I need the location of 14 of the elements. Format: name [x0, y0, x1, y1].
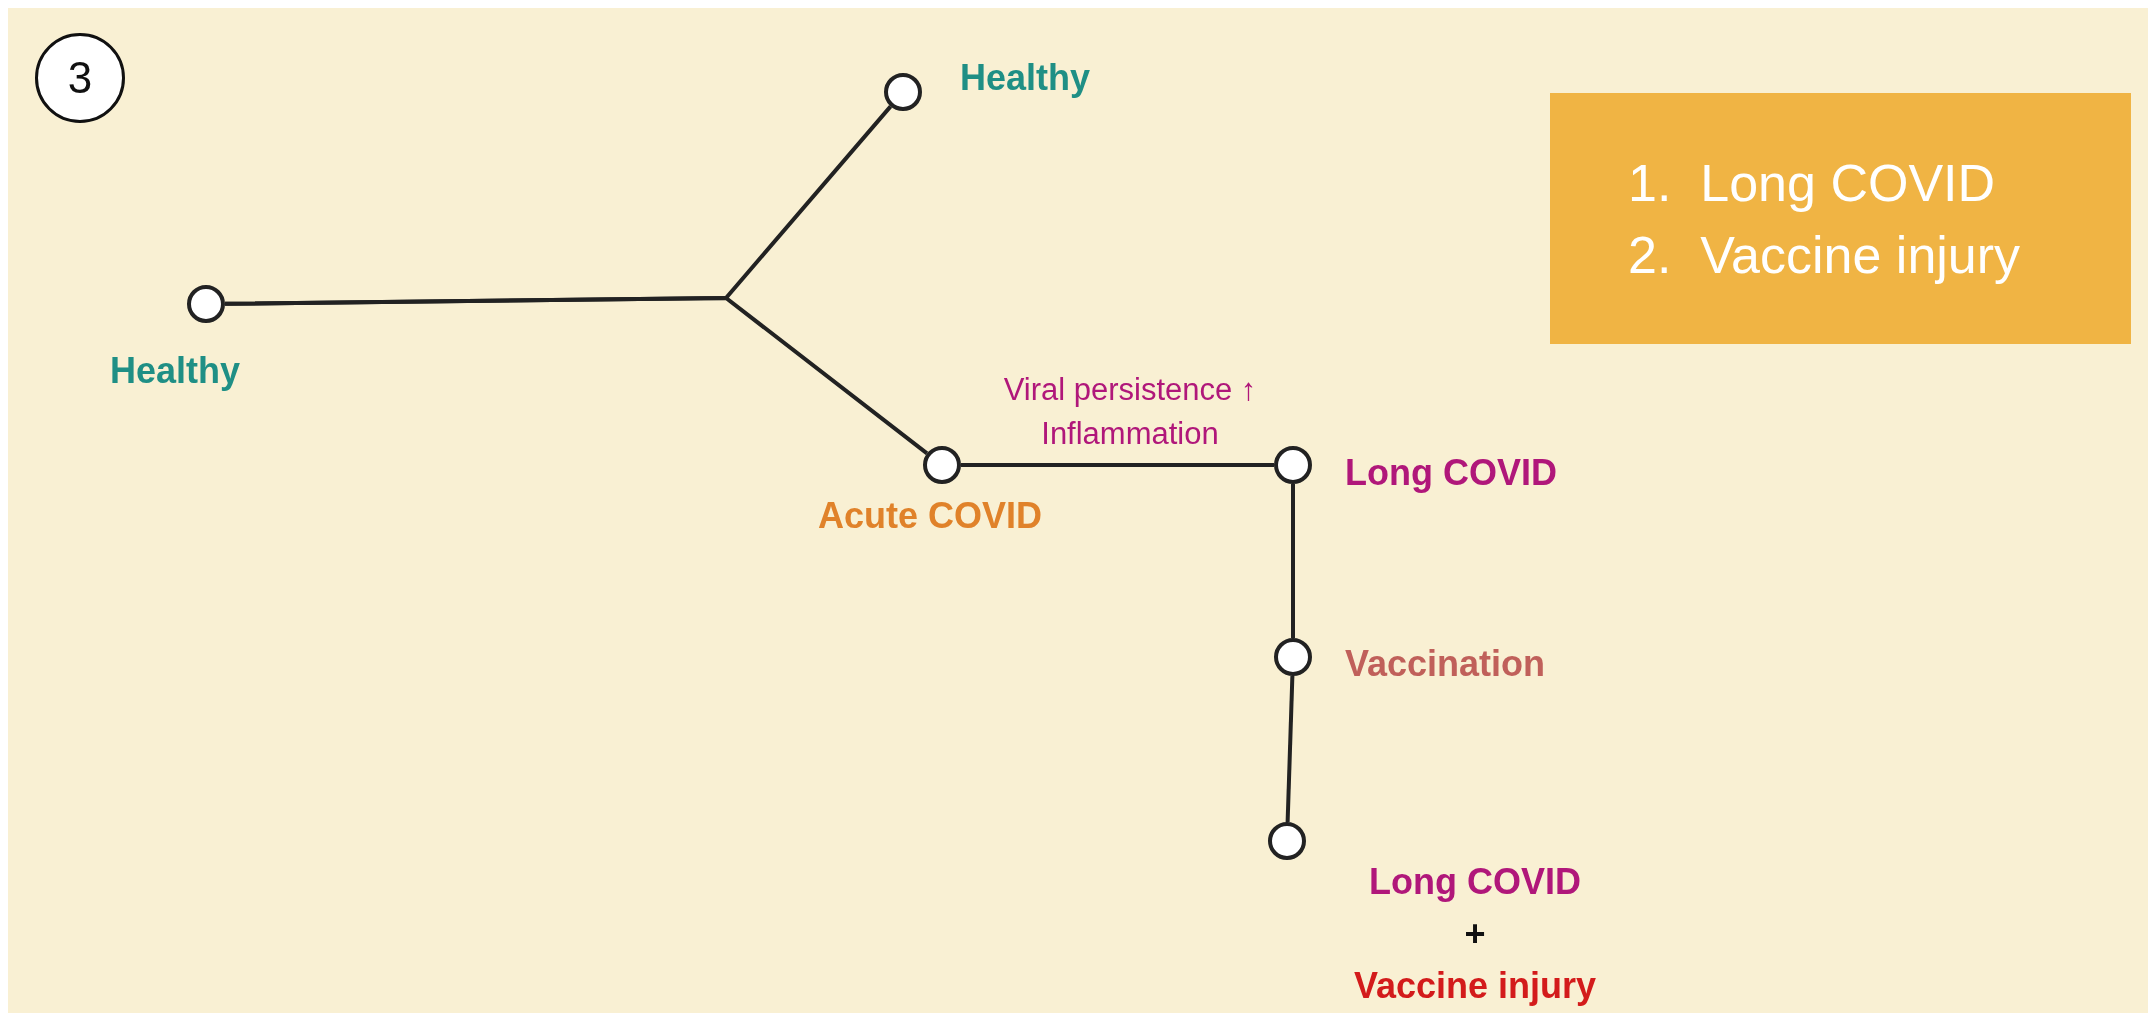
- state-label: Healthy: [109, 349, 240, 393]
- state-label: Long COVID: [1369, 860, 1581, 904]
- list-item: 2. Vaccine injury: [1628, 224, 2022, 286]
- state-label: Vaccination: [1345, 642, 1546, 686]
- connector-line: [1291, 484, 1295, 638]
- list-item: 1. Long COVID: [1628, 152, 1997, 214]
- state-label: Vaccine injury: [1353, 964, 1597, 1008]
- state-label: +: [1464, 912, 1486, 956]
- connector-line: [1285, 675, 1295, 823]
- summary-panel: [1550, 93, 2131, 344]
- state-label: Acute COVID: [817, 494, 1042, 538]
- state-label: Long COVID: [1345, 451, 1557, 495]
- state-label: Healthy: [960, 56, 1091, 100]
- connector-line: [961, 463, 1274, 467]
